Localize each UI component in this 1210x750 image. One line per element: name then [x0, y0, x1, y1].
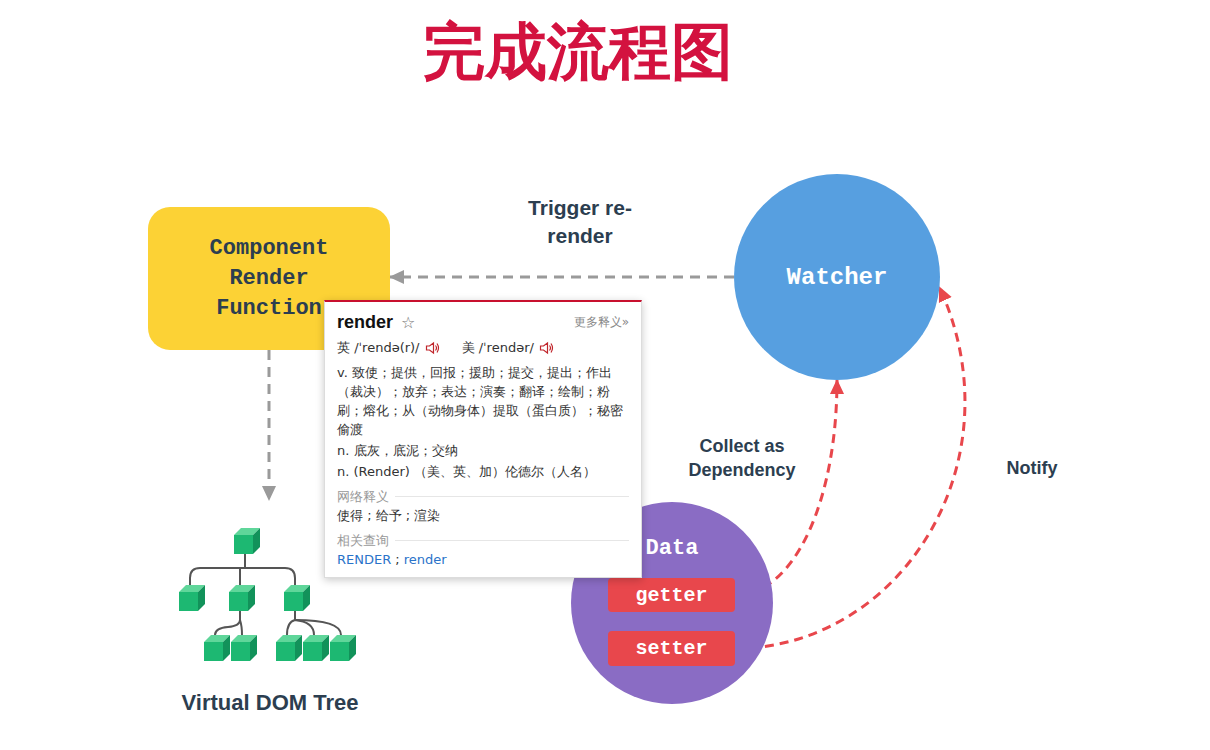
speaker-icon: [425, 341, 440, 355]
popup-text: n. (Render) （美、英、加）伦德尔（人名）: [337, 462, 629, 481]
popup-section-header: 相关查询: [337, 531, 629, 550]
popup-text: 英 /ˈrendə(r)/: [337, 338, 420, 357]
getter-box: getter: [608, 578, 735, 612]
popup-text: 相关查询: [337, 531, 389, 550]
popup-text: v. 致使；提供，回报；援助；提交，提出；作出（裁决）；放弃；表达；演奏；翻译；…: [337, 363, 629, 439]
node-label: setter: [635, 637, 707, 660]
tree-branches: [190, 553, 341, 635]
speaker-icon: [539, 341, 554, 355]
dictionary-popup: render ☆ 更多释义» 英 /ˈrendə(r)/ 美 /ˈrendər/v. 致…: [324, 300, 642, 578]
popup-text: RENDER: [337, 550, 391, 569]
edge-label: Notify: [992, 456, 1072, 480]
popup-text: ;: [395, 550, 399, 569]
popup-head-row: render ☆ 更多释义»: [337, 310, 629, 334]
dashed-connector: [268, 350, 271, 500]
popup-section-header: 网络释义: [337, 487, 629, 506]
node-label: Component Render Function: [194, 234, 344, 324]
node-label: Watcher: [787, 264, 888, 291]
edge-label: Collect as Dependency: [672, 434, 812, 482]
divider-line: [395, 496, 629, 497]
popup-text: 网络释义: [337, 487, 389, 506]
dashed-connector: [390, 276, 734, 279]
node-label: getter: [635, 584, 707, 607]
popup-text: ☆: [401, 313, 415, 332]
popup-text: render: [404, 550, 447, 569]
popup-text: n. 底灰，底泥；交纳: [337, 441, 629, 460]
setter-box: setter: [608, 631, 735, 666]
diagram-title: 完成流程图: [328, 14, 828, 90]
popup-link-row: RENDER; render: [337, 550, 629, 569]
popup-text: 美 /ˈrendər/: [462, 338, 534, 357]
watcher-circle: Watcher: [734, 174, 940, 380]
popup-phonetic-row: 英 /ˈrendə(r)/ 美 /ˈrendər/: [337, 338, 629, 357]
node-label: Virtual DOM Tree: [182, 690, 359, 716]
popup-text: 更多释义»: [574, 313, 629, 332]
popup-text: render: [337, 313, 393, 332]
popup-text: 使得 ; 给予 ; 渲染: [337, 506, 629, 525]
divider-line: [395, 540, 629, 541]
edge-label: Trigger re-render: [520, 194, 640, 250]
